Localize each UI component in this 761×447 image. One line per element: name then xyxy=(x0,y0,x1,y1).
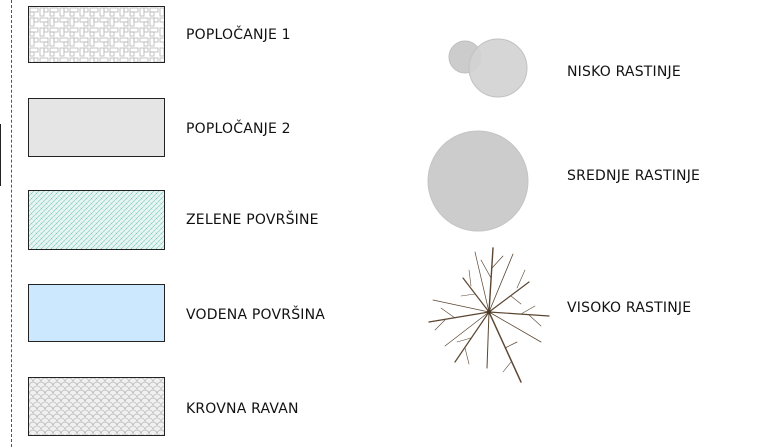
paving1-label: POPLOČANJE 1 xyxy=(186,27,291,43)
green-area-label: ZELENE POVRŠINE xyxy=(186,212,319,228)
medium-tree-icon xyxy=(427,130,529,232)
paving2-swatch xyxy=(28,98,165,157)
medium-tree-label: SREDNJE RASTINJE xyxy=(567,168,701,184)
tall-tree-icon xyxy=(428,247,550,383)
green-area-swatch xyxy=(28,190,165,250)
water-surface-label: VODENA POVRŠINA xyxy=(186,307,326,323)
frame-tick-mark xyxy=(0,124,1,186)
low-shrub-label: NISKO RASTINJE xyxy=(567,64,681,80)
low-shrub-icon xyxy=(448,38,528,98)
water-surface-swatch xyxy=(28,284,165,342)
frame-border-left xyxy=(11,0,12,447)
roof-plane-label: KROVNA RAVAN xyxy=(186,401,299,417)
paving2-label: POPLOČANJE 2 xyxy=(186,121,291,137)
tall-tree-label: VISOKO RASTINJE xyxy=(567,300,692,316)
roof-plane-swatch xyxy=(28,377,165,436)
paving1-swatch xyxy=(28,6,165,63)
